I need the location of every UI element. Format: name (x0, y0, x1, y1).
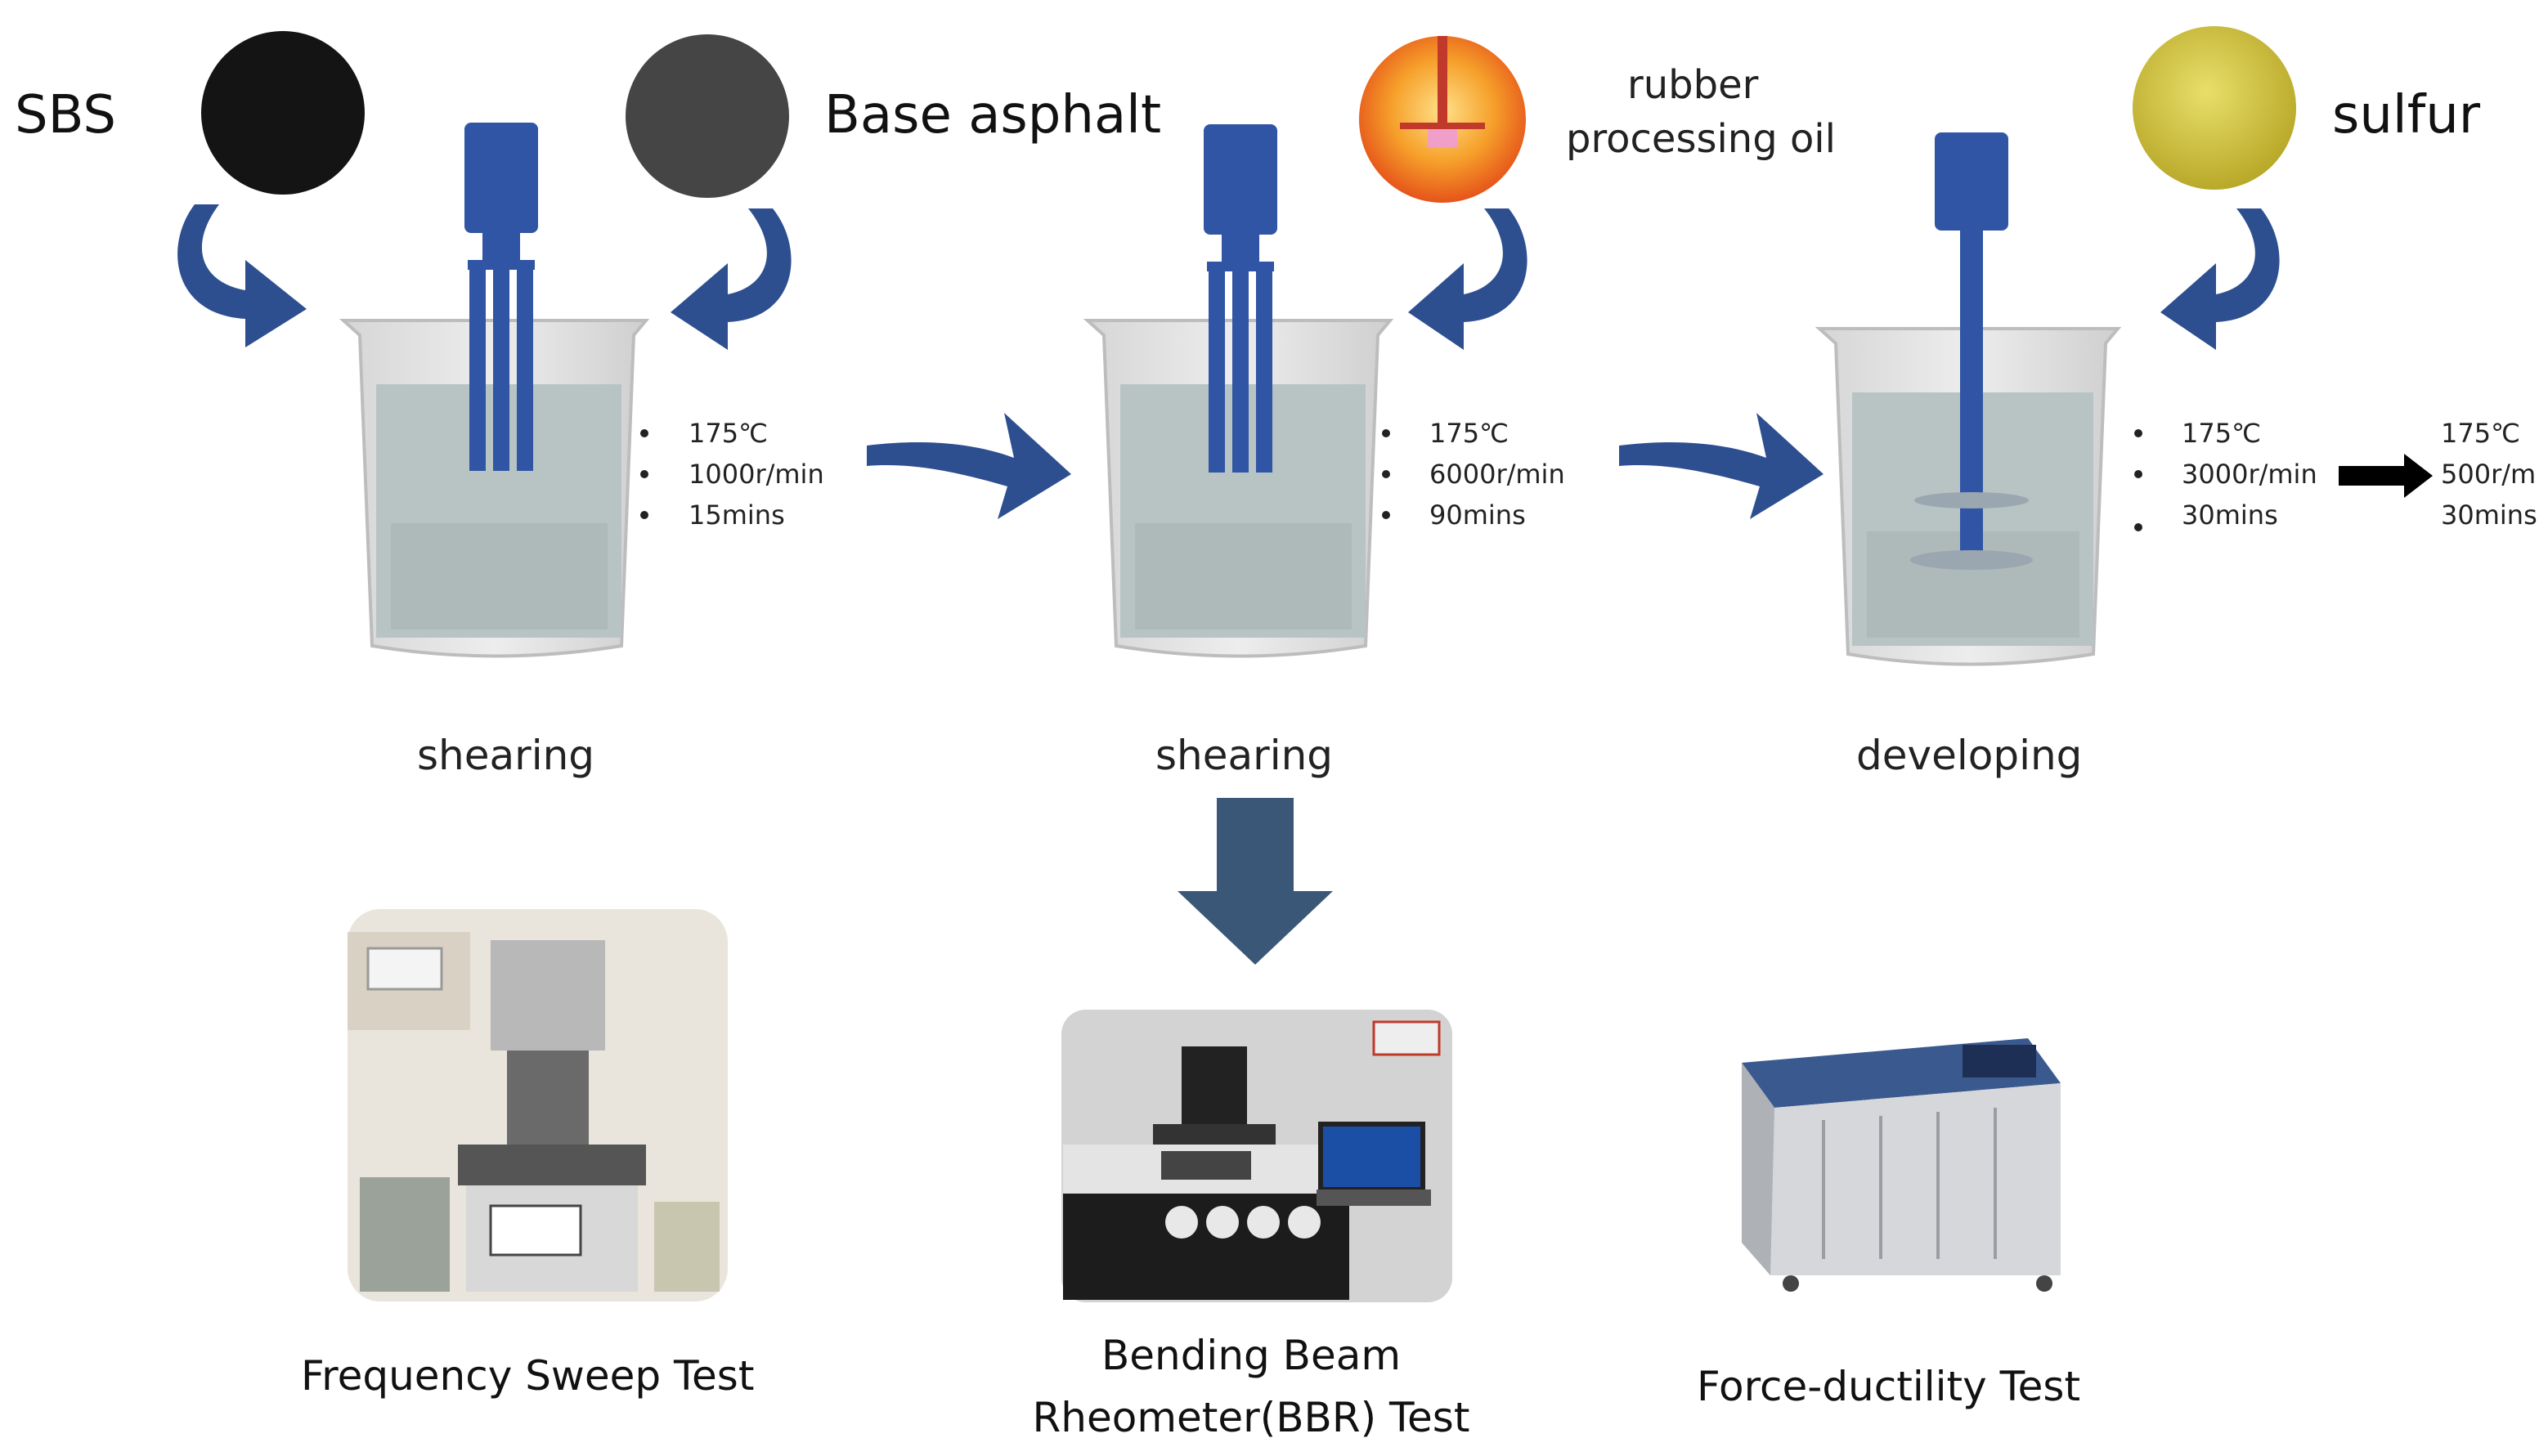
rubber-oil-sample-icon (1359, 36, 1526, 203)
step-2-duration: 90mins (1429, 500, 1526, 531)
oil-input-arrow (1408, 208, 1527, 350)
process-arrows (867, 413, 1824, 519)
sulfur-sample-icon (2133, 26, 2296, 190)
stirrer-2 (1204, 124, 1277, 473)
bbr-photo (1061, 1010, 1452, 1302)
sbs-input-arrow (177, 204, 307, 347)
step-3-followup-conditions: 175℃ 500r/m 30mins (2441, 413, 2537, 535)
step-3-temperature: 175℃ (2182, 418, 2262, 449)
frequency-sweep-photo (348, 909, 728, 1301)
step-3-conditions: 175℃ 3000r/min 30mins (2182, 413, 2317, 535)
condition-bullets (640, 429, 2142, 531)
rubber-oil-label-line2: processing oil (1566, 116, 1836, 162)
step-3-duration: 30mins (2182, 500, 2278, 531)
force-ductility-caption: Force-ductility Test (1697, 1363, 2081, 1410)
step-1-label: shearing (417, 732, 595, 779)
down-arrow (1178, 798, 1333, 965)
bbr-caption-line2: Rheometer(BBR) Test (1032, 1394, 1470, 1441)
followup-speed: 500r/m (2441, 459, 2537, 490)
bbr-caption: Bending Beam Rheometer(BBR) Test (1022, 1324, 1480, 1449)
step-2-label: shearing (1155, 732, 1334, 779)
asphalt-input-arrow (671, 208, 792, 350)
force-ductility-photo (1742, 1038, 2061, 1292)
sulfur-input-arrow (2160, 208, 2280, 350)
step-2-speed: 6000r/min (1429, 459, 1565, 490)
bbr-caption-line1: Bending Beam (1101, 1332, 1402, 1379)
frequency-sweep-caption: Frequency Sweep Test (301, 1352, 755, 1400)
sulfur-label: sulfur (2332, 85, 2481, 146)
base-asphalt-sample-icon (626, 34, 789, 198)
step-1-temperature: 175℃ (689, 418, 769, 449)
step-1-duration: 15mins (689, 500, 785, 531)
step-3-speed: 3000r/min (2182, 459, 2317, 490)
stirrer-3 (1910, 132, 2033, 570)
step-1-speed: 1000r/min (689, 459, 824, 490)
beaker-2 (1083, 319, 1394, 658)
process-arrow-1 (867, 413, 1071, 519)
followup-temperature: 175℃ (2441, 418, 2521, 449)
step-1-conditions: 175℃ 1000r/min 15mins (689, 413, 824, 535)
step-2-temperature: 175℃ (1429, 418, 1510, 449)
input-arrows (177, 204, 2280, 350)
stirrer-1 (464, 123, 538, 471)
sbs-label: SBS (15, 85, 117, 146)
process-arrow-2 (1619, 413, 1824, 519)
step-3-label: developing (1856, 732, 2083, 779)
beaker-1 (339, 319, 650, 658)
followup-arrow (2339, 454, 2433, 498)
sbs-sample-icon (201, 31, 365, 195)
base-asphalt-label: Base asphalt (824, 85, 1162, 146)
rubber-oil-label-line1: rubber (1627, 62, 1759, 108)
step-2-conditions: 175℃ 6000r/min 90mins (1429, 413, 1565, 535)
followup-duration: 30mins (2441, 500, 2537, 531)
